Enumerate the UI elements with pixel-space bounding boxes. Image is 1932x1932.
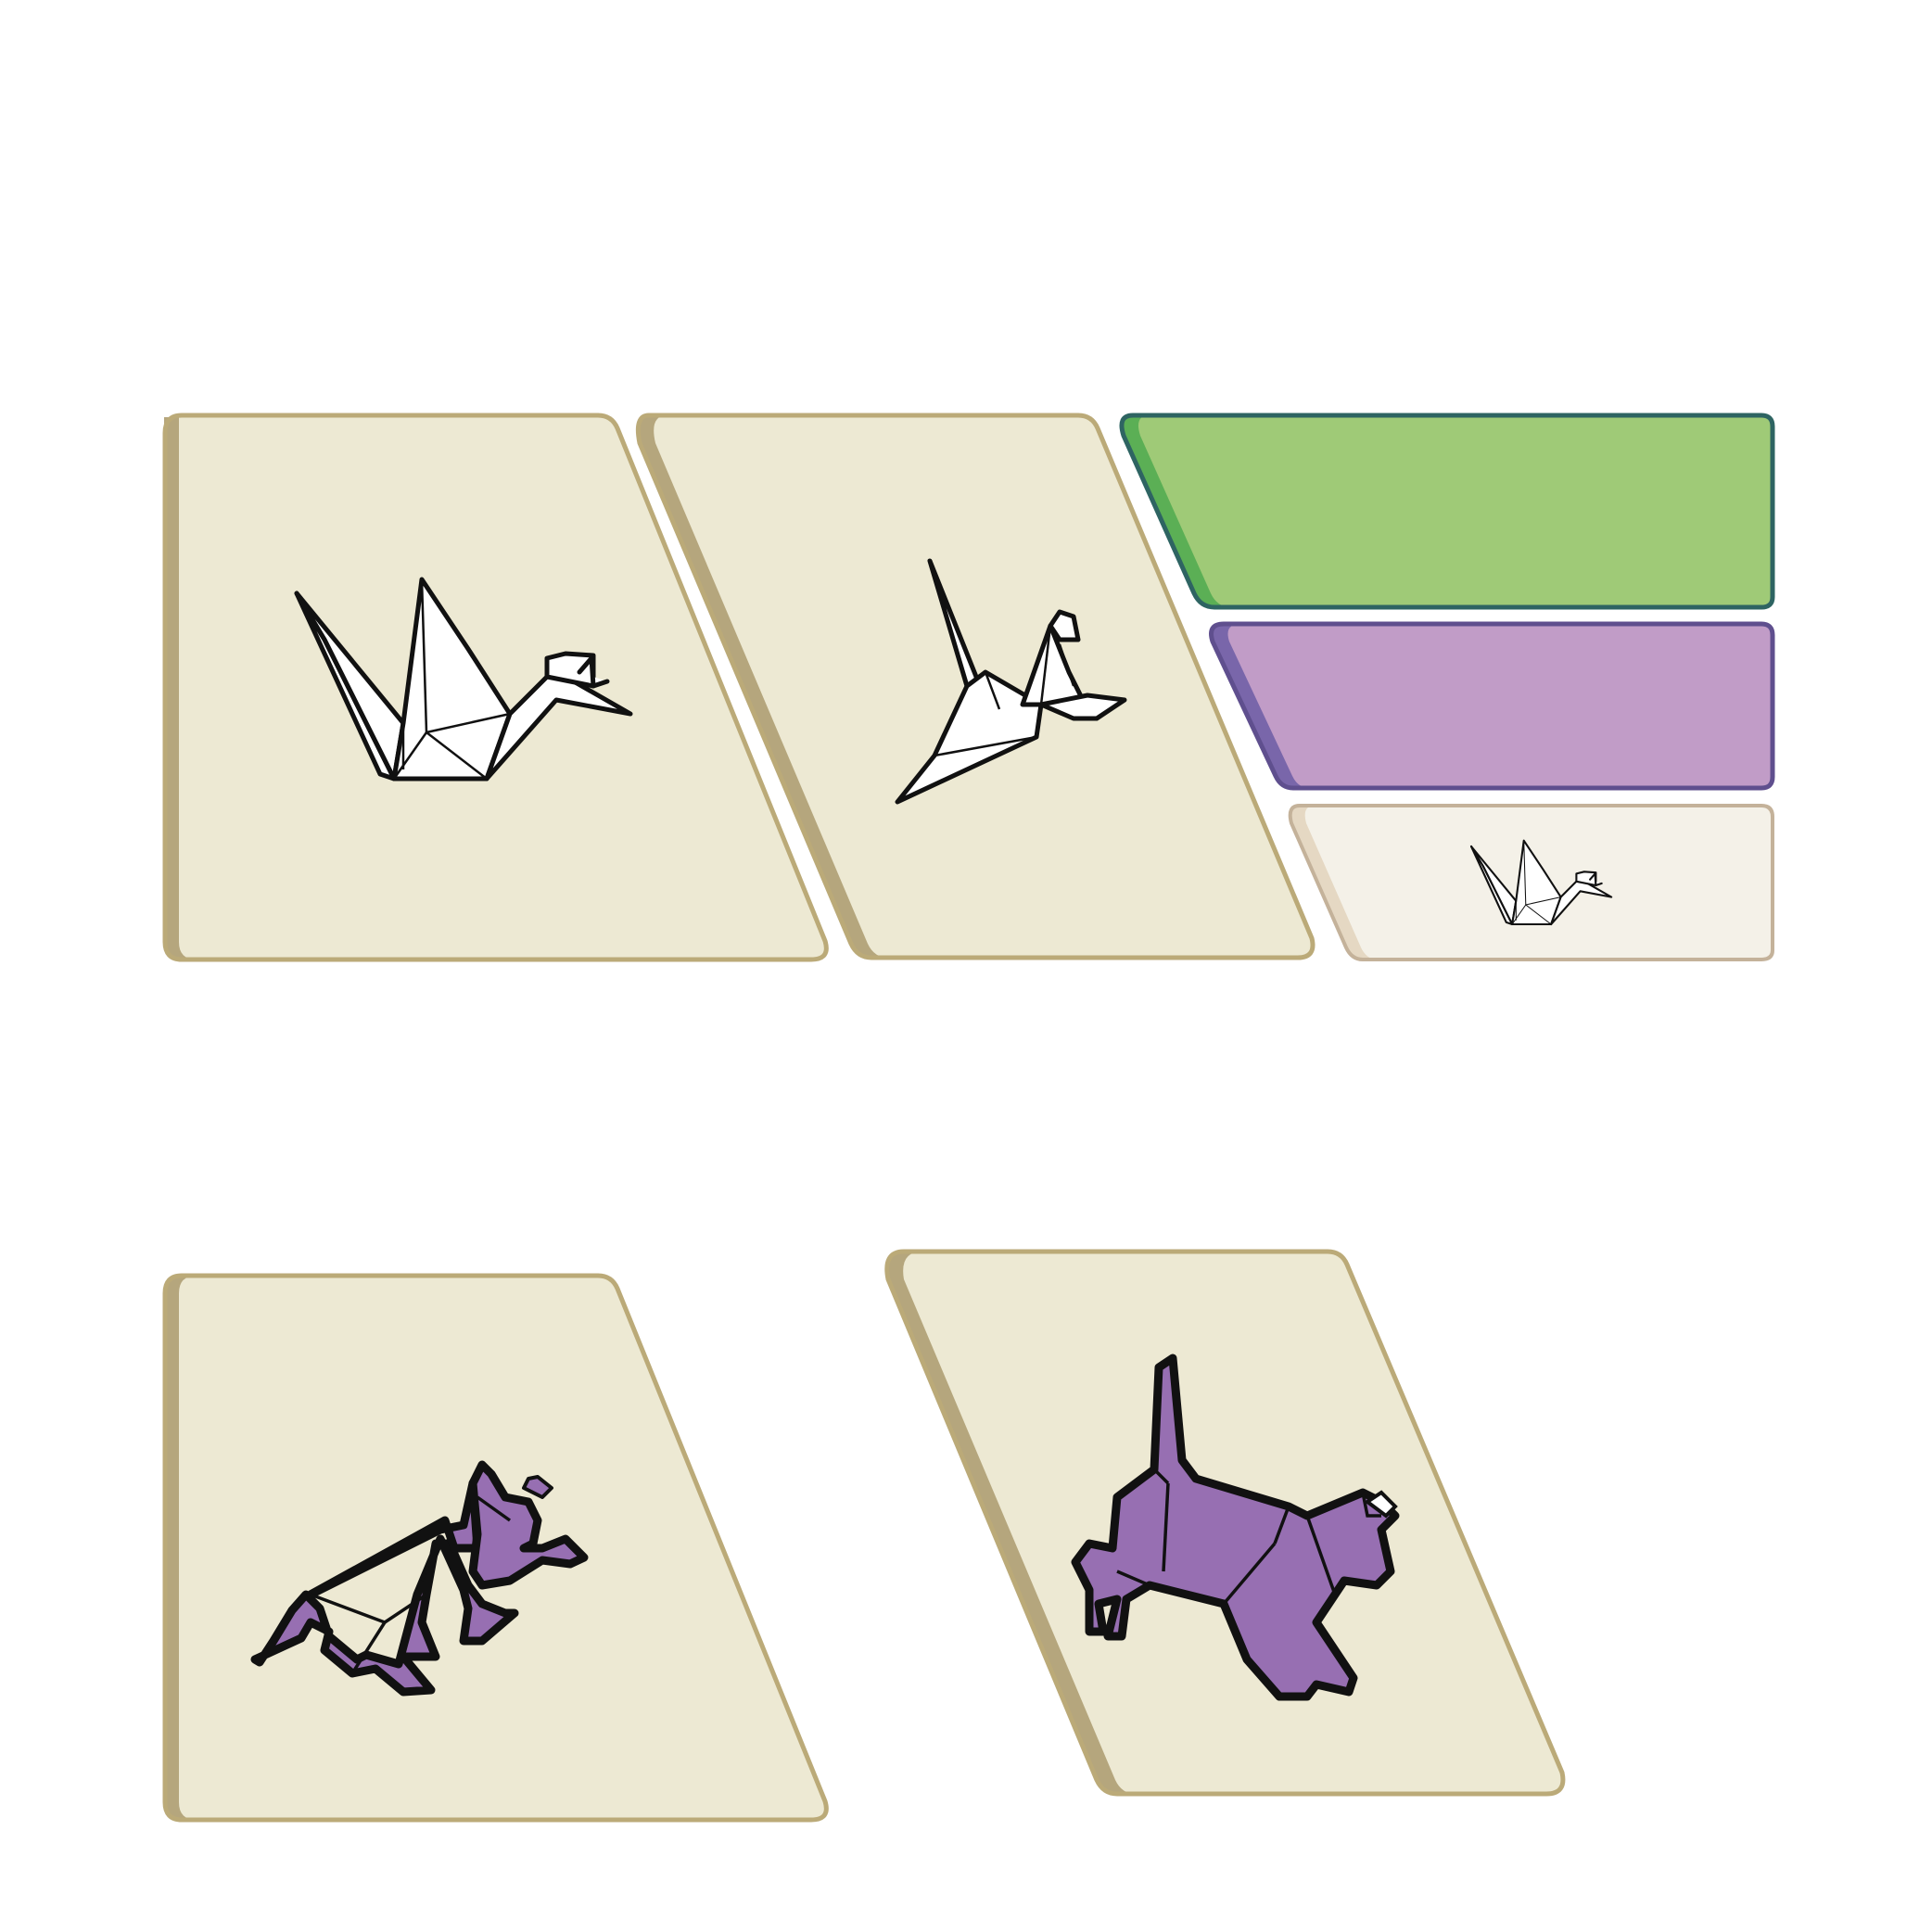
cat-card-1[interactable] [162,1273,829,1823]
crane-card-2[interactable] [635,413,1316,960]
crane-card-1[interactable] [162,413,829,962]
green-tile[interactable] [1119,413,1775,610]
cat-card-2[interactable] [884,1249,1566,1797]
crane-tile[interactable] [1288,804,1774,961]
purple-tile[interactable] [1209,621,1775,791]
